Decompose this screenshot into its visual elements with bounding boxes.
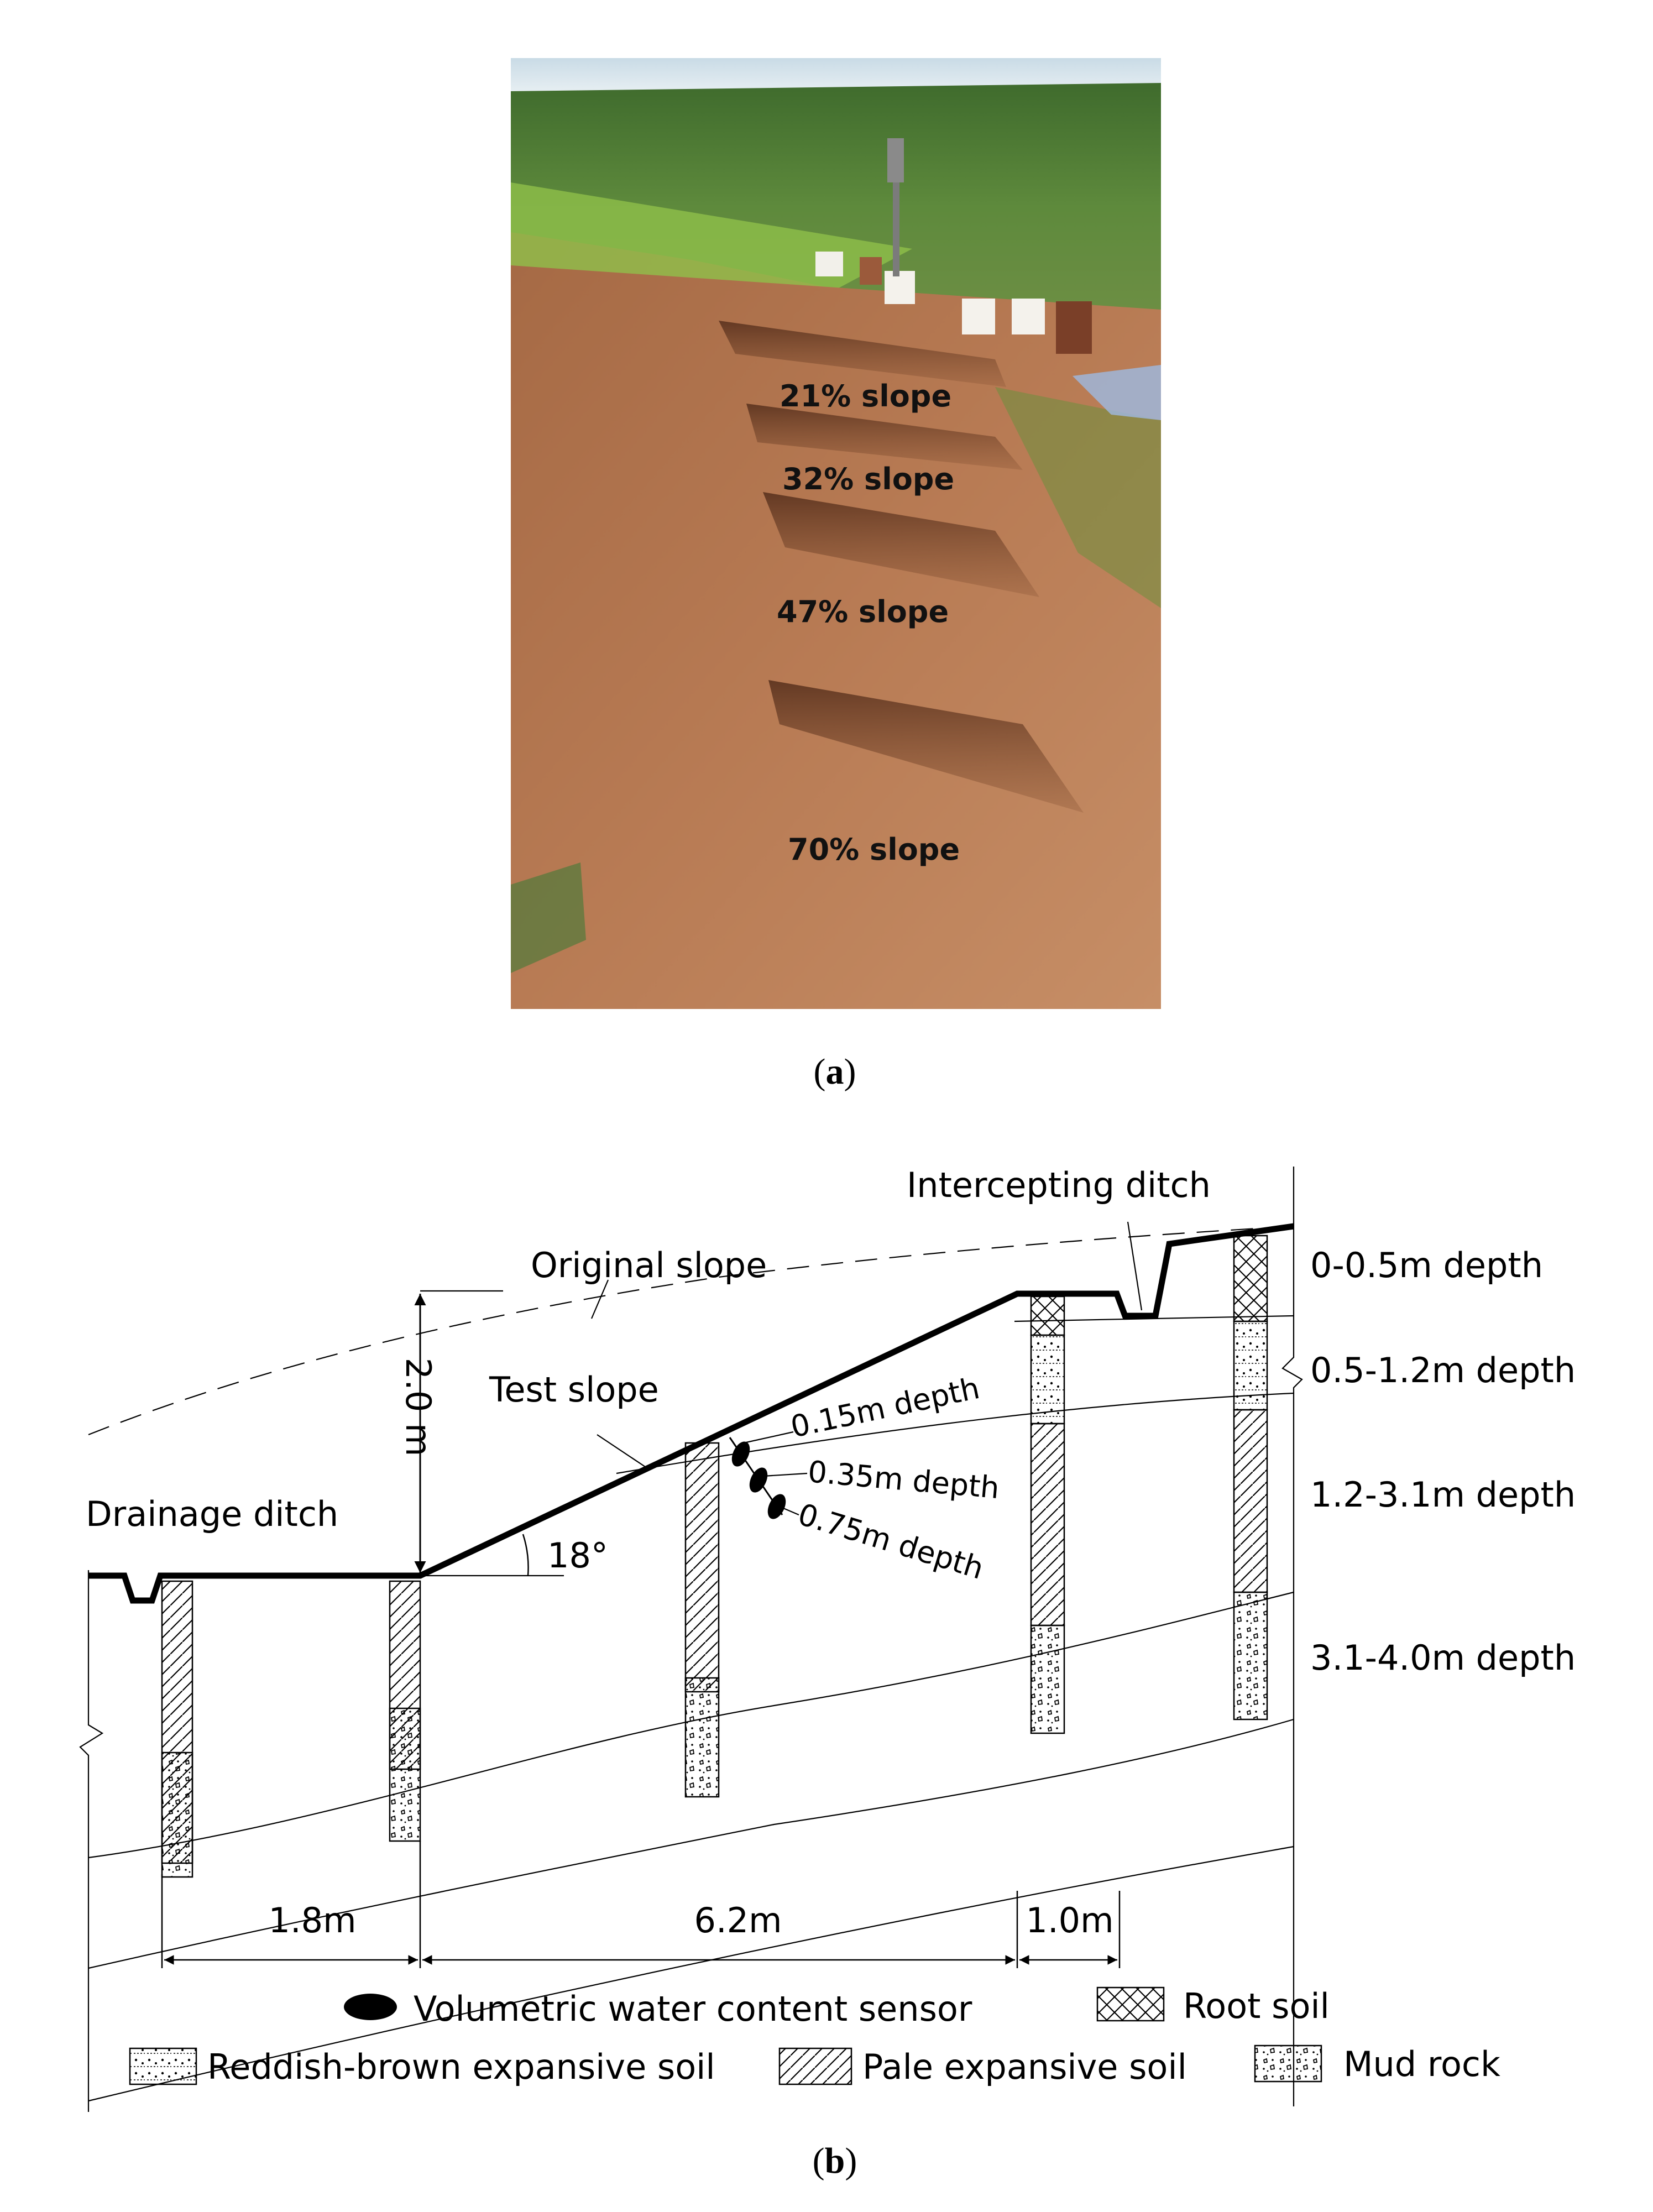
legend-root-soil: Root soil: [1096, 1986, 1330, 2026]
slope-labels: 21% slope 32% slope 47% slope 70% slope: [777, 379, 960, 867]
sensor-0-75m: [767, 1494, 786, 1519]
label-layer-1-2-3-1: 1.2-3.1m depth: [1310, 1474, 1576, 1515]
dim-label-1-0m: 1.0m: [1026, 1900, 1114, 1941]
slope-label-70: 70% slope: [788, 832, 960, 867]
leader-original-slope: [590, 1279, 609, 1319]
legend-mud-rock-label: Mud rock: [1343, 2044, 1500, 2084]
panel-b-labels: Intercepting ditch Original slope Test s…: [86, 1165, 1576, 1941]
cross-section: [79, 1167, 1303, 2112]
label-sensor-depth-3: 0.75m depth: [794, 1497, 987, 1586]
boreholes: [161, 1235, 1268, 1878]
label-layer-3-1-4-0: 3.1-4.0m depth: [1310, 1638, 1576, 1678]
panel-a-caption: (a): [814, 1052, 856, 1092]
sensor-0-35m: [749, 1467, 768, 1493]
borehole-3: [684, 1442, 720, 1798]
borehole-1: [161, 1580, 193, 1878]
legend-sensor: Volumetric water content sensor: [344, 1989, 972, 2029]
legend-pale: Pale expansive soil: [778, 2047, 1187, 2087]
break-symbol: [79, 1570, 104, 2112]
label-drainage-ditch: Drainage ditch: [86, 1494, 338, 1534]
leader-sensor-1: [743, 1431, 794, 1444]
ground-surface: [88, 1223, 1294, 1604]
label-test-slope: Test slope: [489, 1369, 659, 1410]
dim-label-6-2m: 6.2m: [694, 1900, 782, 1941]
borehole-5: [1233, 1235, 1268, 1721]
label-sensor-depth-1: 0.15m depth: [788, 1371, 983, 1445]
layer-boundary-5: [88, 1845, 1294, 2102]
slope-label-21: 21% slope: [780, 379, 951, 414]
right-boundary: [1281, 1167, 1303, 2106]
leader-test-slope: [597, 1434, 647, 1468]
dimension-lines: [161, 1841, 1121, 1968]
layer-boundary-4: [88, 1718, 1294, 1969]
label-height: 2.0 m: [398, 1358, 438, 1457]
panel-b-caption: (b): [813, 2141, 857, 2181]
label-angle: 18°: [547, 1535, 608, 1576]
legend-reddish-brown-label: Reddish-brown expansive soil: [207, 2047, 715, 2087]
legend-sensor-label: Volumetric water content sensor: [414, 1989, 972, 2029]
sensor-0-15m: [731, 1441, 750, 1467]
panel-a-photo: [511, 58, 1161, 1009]
sensors: [729, 1437, 786, 1519]
layer-boundary-3: [88, 1591, 1294, 1859]
label-intercepting-ditch: Intercepting ditch: [907, 1165, 1211, 1205]
legend-pale-label: Pale expansive soil: [862, 2047, 1187, 2087]
leader-sensor-2: [762, 1472, 808, 1477]
label-sensor-depth-2: 0.35m depth: [807, 1454, 1001, 1505]
legend: Volumetric water content sensor Root soi…: [129, 1986, 1500, 2087]
borehole-2: [389, 1580, 421, 1842]
legend-mud-rock: Mud rock: [1254, 2044, 1500, 2084]
label-layer-0-0-5: 0-0.5m depth: [1310, 1245, 1543, 1285]
label-original-slope: Original slope: [531, 1245, 767, 1285]
slope-label-32: 32% slope: [782, 462, 954, 496]
legend-root-soil-label: Root soil: [1183, 1986, 1330, 2026]
angle-arc: [522, 1534, 529, 1576]
legend-reddish-brown: Reddish-brown expansive soil: [129, 2047, 715, 2087]
borehole-4: [1030, 1295, 1065, 1734]
label-layer-0-5-1-2: 0.5-1.2m depth: [1310, 1350, 1576, 1390]
slope-label-47: 47% slope: [777, 594, 949, 629]
dim-label-1-8m: 1.8m: [269, 1900, 357, 1941]
leader-intercepting-ditch: [1127, 1221, 1143, 1311]
